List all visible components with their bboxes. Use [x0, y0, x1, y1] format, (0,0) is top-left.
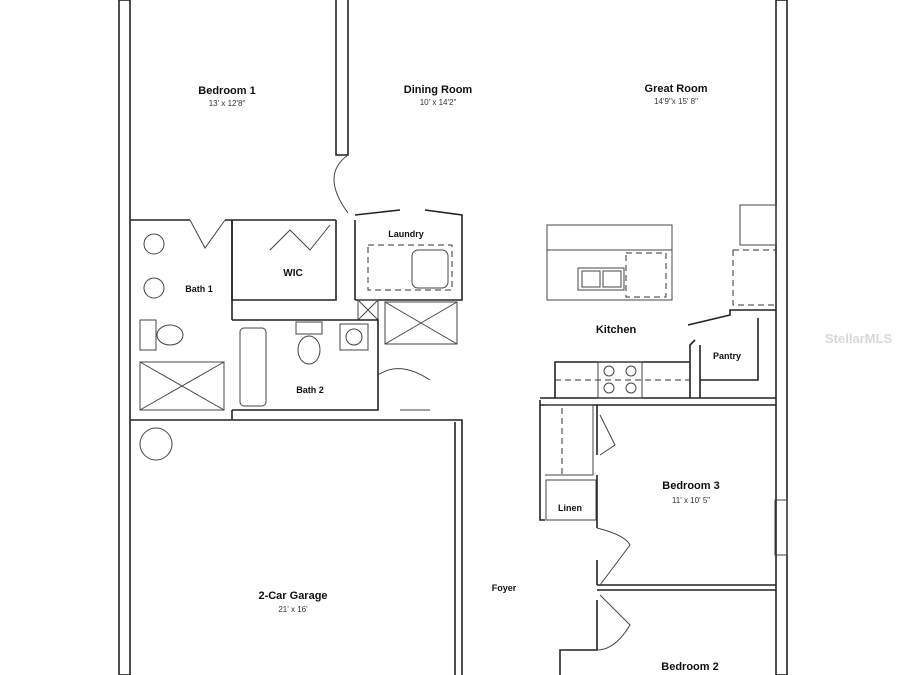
room-label-laundry: Laundry: [388, 229, 424, 239]
walls: [118, 0, 788, 675]
room-label-kitchen: Kitchen: [596, 324, 637, 336]
watermark: StellarMLS: [825, 331, 893, 346]
room-label-garage: 2-Car Garage: [258, 590, 327, 602]
room-label-bedroom2: Bedroom 2: [661, 661, 718, 673]
room-label-bedroom1: Bedroom 1: [198, 85, 255, 97]
room-dims-garage: 21' x 16': [278, 605, 308, 614]
room-label-great: Great Room: [645, 83, 708, 95]
room-dims-great: 14'9"x 15' 8": [654, 97, 698, 106]
room-dims-dining: 10' x 14'2": [420, 98, 457, 107]
room-label-bath2: Bath 2: [296, 385, 324, 395]
room-label-linen: Linen: [558, 503, 582, 513]
room-label-foyer: Foyer: [492, 583, 517, 593]
room-dims-bedroom3: 11' x 10' 5": [672, 496, 710, 505]
room-label-bedroom3: Bedroom 3: [662, 480, 719, 492]
room-label-bath1: Bath 1: [185, 284, 213, 294]
room-label-pantry: Pantry: [713, 351, 741, 361]
room-label-wic: WIC: [283, 268, 302, 279]
room-label-dining: Dining Room: [404, 84, 473, 96]
room-dims-bedroom1: 13' x 12'8": [209, 99, 246, 108]
room-labels: Bedroom 1 13' x 12'8" Dining Room 10' x …: [185, 83, 741, 673]
